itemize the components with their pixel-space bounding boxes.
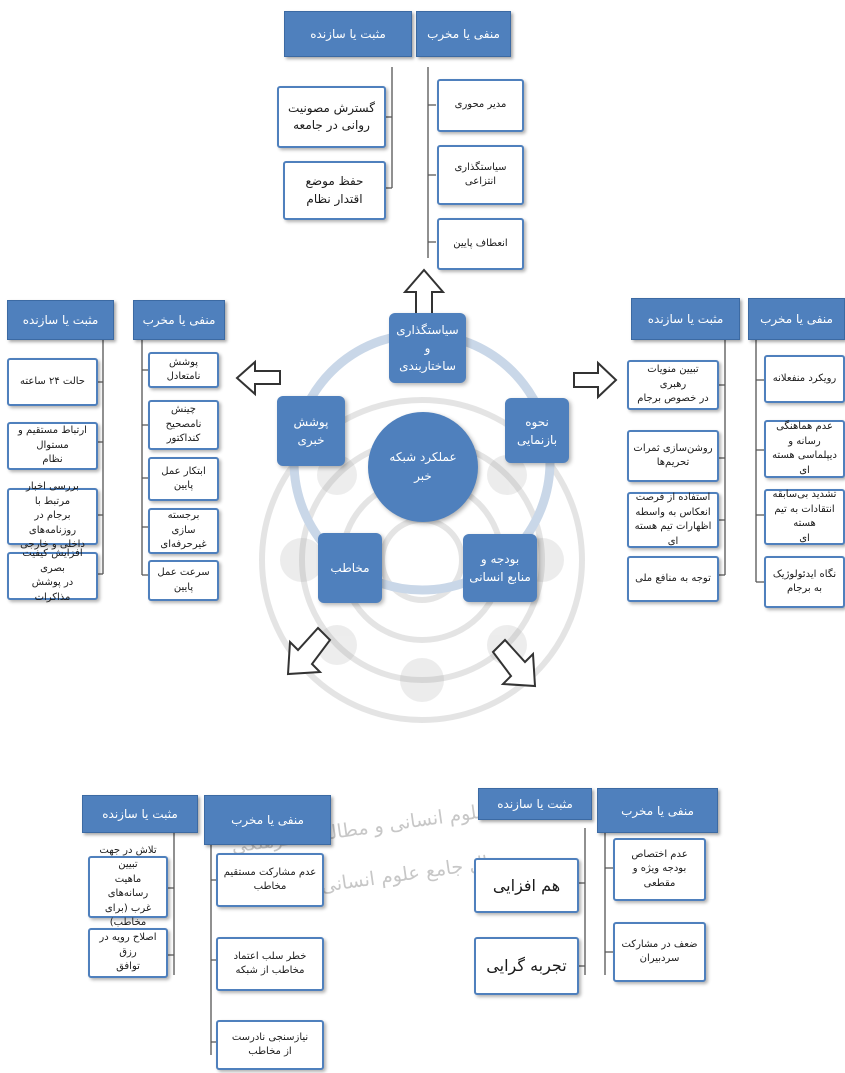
bottom-left-positive-header: مثبت یا سازنده (82, 795, 198, 833)
left-negative-header: منفی یا مخرب (133, 300, 225, 340)
right-negative-item-3: تشدید بی‌سابقه انتقادات به تیم هسته ای (764, 489, 845, 545)
top-positive-header: مثبت یا سازنده (284, 11, 412, 57)
top-positive-item-1: گسترش مصونیت روانی در جامعه (277, 86, 386, 148)
bottom-right-negative-item-1: عدم اختصاص بودجه ویژه و مقطعی (613, 838, 706, 901)
right-negative-item-1: رویکرد منفعلانه (764, 355, 845, 403)
bottom-left-negative-item-3: نیازسنجی نادرست از مخاطب (216, 1020, 324, 1070)
hub-audience-label: مخاطب (330, 561, 370, 575)
right-negative-header: منفی یا مخرب (748, 298, 845, 340)
bottom-left-negative-item-1: عدم مشارکت مستقیم مخاطب (216, 853, 324, 907)
hub-policy-label: سیاستگذاری و ساختاربندی (396, 323, 459, 373)
left-positive-item-1: حالت ۲۴ ساعته (7, 358, 98, 406)
right-positive-header: مثبت یا سازنده (631, 298, 740, 340)
connectors (97, 67, 764, 1055)
arrow-down-left (286, 626, 332, 676)
hub-representation-label: نحوه بازنمایی (516, 414, 558, 447)
left-negative-item-2: چینش نامصحیح کنداکتور (148, 400, 219, 450)
bottom-right-negative-header: منفی یا مخرب (597, 788, 718, 833)
bottom-right-positive-item-1: هم افزایی (474, 858, 579, 913)
left-negative-item-4: برجسته سازی غیرحرفه‌ای (148, 508, 219, 554)
top-negative-item-1: مدیر محوری (437, 79, 524, 132)
top-positive-item-2: حفظ موضع اقتدار نظام (283, 161, 386, 220)
left-negative-item-5: سرعت عمل پایین (148, 560, 219, 601)
left-positive-item-2: ارتباط مستقیم و مستوال نظام (7, 422, 98, 470)
right-positive-item-1: تبیین منویات رهبری در خصوص برجام (627, 360, 719, 410)
top-negative-header: منفی یا مخرب (416, 11, 511, 57)
bottom-left-negative-item-2: خطر سلب اعتماد مخاطب از شبکه (216, 937, 324, 991)
hub-audience: مخاطب (318, 533, 382, 603)
left-positive-item-4: افزایش کیفیت بصری در پوشش مذاکرات (7, 548, 98, 603)
center-label: عملکرد شبکه خبر (389, 449, 457, 483)
arrow-up (402, 268, 446, 315)
right-positive-item-4: توجه به منافع ملی (627, 556, 719, 602)
hub-budget-label: بودجه و منابع انسانی (469, 552, 531, 584)
bottom-left-negative-header: منفی یا مخرب (204, 795, 331, 845)
left-negative-item-3: ابتکار عمل پایین (148, 457, 219, 501)
hub-coverage-label: پوشش خبری (293, 415, 329, 447)
right-positive-item-3: استفاده از فرصت انعکاس به واسطه اظهارات … (627, 492, 719, 548)
arrow-right (573, 360, 618, 400)
bottom-right-positive-header: مثبت یا سازنده (478, 788, 592, 820)
top-negative-item-3: انعطاف پایین (437, 218, 524, 270)
right-negative-item-2: عدم هماهنگی رسانه و دیپلماسی هسته ای (764, 420, 845, 478)
hub-representation: نحوه بازنمایی (505, 398, 569, 463)
bottom-left-positive-item-1: تلاش در جهت تبیین ماهیت رسانه‌های غرب (ب… (88, 845, 168, 928)
top-negative-item-2: سیاستگذاری انتزاعی (437, 145, 524, 205)
right-negative-item-4: نگاه ایدئولوژیک به برجام (764, 556, 845, 608)
hub-policy: سیاستگذاری و ساختاربندی (389, 313, 466, 383)
bottom-right-positive-item-2: تجربه گرایی (474, 937, 579, 995)
bottom-left-positive-item-2: اصلاح رویه در رزق توافق (88, 928, 168, 978)
arrow-left (235, 359, 281, 397)
arrow-down-right (491, 638, 537, 688)
left-negative-item-1: پوشش نامتعادل (148, 352, 219, 388)
hub-budget: بودجه و منابع انسانی (463, 534, 537, 602)
center-node: عملکرد شبکه خبر (368, 412, 478, 522)
left-positive-header: مثبت یا سازنده (7, 300, 114, 340)
hub-coverage: پوشش خبری (277, 396, 345, 466)
right-positive-item-2: روشن‌سازی ثمرات تحریم‌ها (627, 430, 719, 482)
bottom-right-negative-item-2: ضعف در مشارکت سردبیران (613, 922, 706, 982)
arrows (235, 268, 618, 688)
left-positive-item-3: بررسی اخبار مرتبط با برجام در روزنامه‌ها… (7, 481, 98, 550)
